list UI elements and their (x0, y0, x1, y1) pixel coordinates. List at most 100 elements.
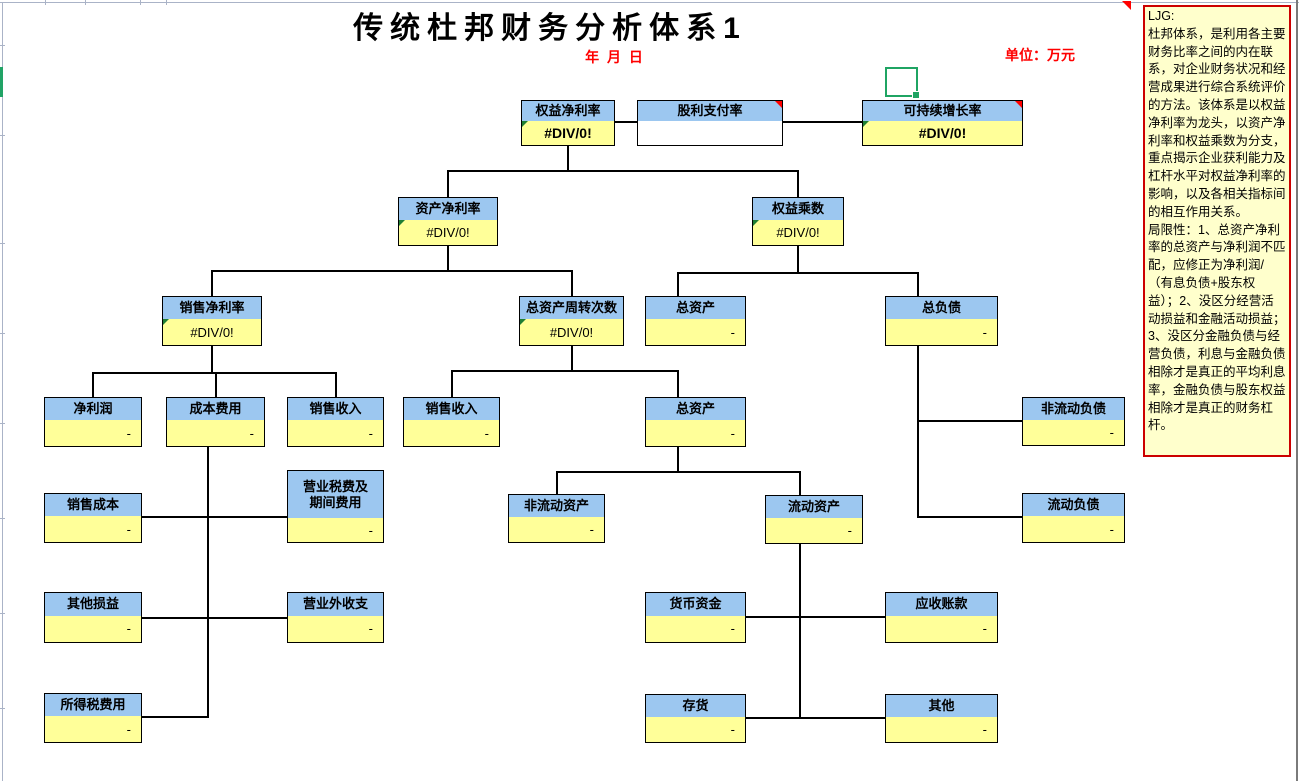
node-equity-multiplier[interactable]: 权益乘数 #DIV/0! (752, 197, 844, 246)
column-tick (140, 0, 141, 5)
node-header: 总资产 (646, 297, 745, 320)
node-value: #DIV/0! (399, 219, 497, 245)
connector-line (451, 370, 453, 397)
node-header: 其他损益 (45, 593, 141, 616)
node-value: - (45, 716, 141, 742)
node-header: 应收账款 (886, 593, 997, 616)
node-income-tax-expense[interactable]: 所得税费用 - (44, 693, 142, 743)
node-label: 资产净利率 (415, 200, 481, 216)
node-header: 资产净利率 (399, 198, 497, 220)
connector-line (451, 370, 678, 372)
connector-line (142, 516, 287, 518)
selected-cell[interactable] (885, 67, 920, 99)
page-title: 传统杜邦财务分析体系1 (353, 12, 747, 45)
connector-line (207, 447, 209, 718)
row-tick (0, 243, 5, 244)
connector-line (746, 616, 885, 618)
row-tick (0, 708, 5, 709)
node-return-on-equity[interactable]: 权益净利率 #DIV/0! (521, 100, 615, 146)
node-net-profit-margin[interactable]: 销售净利率 #DIV/0! (162, 296, 262, 346)
node-sales-revenue-1[interactable]: 销售收入 - (287, 397, 384, 447)
node-sales-revenue-2[interactable]: 销售收入 - (403, 397, 500, 447)
node-label: 成本费用 (189, 401, 242, 417)
row-tick (0, 518, 5, 519)
connector-line (799, 471, 801, 495)
node-header: 营业税费及期间费用 (288, 471, 383, 518)
node-total-liabilities[interactable]: 总负债 - (885, 296, 998, 346)
node-dividend-payout-ratio[interactable]: 股利支付率 (637, 100, 783, 146)
node-inventory[interactable]: 存货 - (645, 694, 746, 743)
node-label: 总资产周转次数 (525, 300, 617, 316)
node-label: 营业税费及 (302, 478, 368, 494)
error-indicator-icon (520, 319, 526, 326)
node-header: 总资产周转次数 (520, 297, 623, 320)
node-value: #DIV/0! (863, 121, 1022, 145)
unit-label: 单位：万元 (1005, 47, 1075, 63)
node-value: - (45, 516, 141, 542)
connector-line (917, 272, 919, 296)
node-cost-expenses[interactable]: 成本费用 - (166, 397, 265, 447)
note-textbox[interactable]: LJG: 杜邦体系，是利用各主要财务比率之间的内在联系，对企业财务状况和经营成果… (1143, 5, 1291, 457)
node-total-assets-2[interactable]: 总资产 - (645, 397, 746, 447)
node-business-tax-period-expenses[interactable]: 营业税费及期间费用 - (287, 470, 384, 543)
node-label: 净利润 (73, 401, 113, 417)
connector-line (677, 370, 679, 397)
node-value: - (509, 516, 604, 542)
row-tick (0, 333, 5, 334)
node-total-asset-turnover[interactable]: 总资产周转次数 #DIV/0! (519, 296, 624, 346)
node-label: 非流动负债 (1040, 400, 1106, 416)
node-label: 股利支付率 (677, 103, 743, 119)
column-tick (85, 0, 86, 5)
node-label: 总资产 (675, 300, 715, 316)
node-non-operating-income[interactable]: 营业外收支 - (287, 592, 384, 643)
node-header: 可持续增长率 (863, 101, 1022, 122)
connector-line (447, 170, 798, 172)
connector-line (783, 121, 862, 123)
node-header: 股利支付率 (638, 101, 782, 122)
node-net-profit[interactable]: 净利润 - (44, 397, 142, 447)
row-tick (0, 135, 5, 136)
connector-line (567, 146, 569, 170)
connector-line (215, 372, 217, 397)
node-monetary-funds[interactable]: 货币资金 - (645, 592, 746, 643)
node-header: 净利润 (45, 398, 141, 421)
row-tick (0, 45, 5, 46)
node-header: 总负债 (886, 297, 997, 320)
node-non-current-assets[interactable]: 非流动资产 - (508, 494, 605, 543)
node-header: 权益净利率 (522, 101, 614, 122)
node-sustainable-growth-rate[interactable]: 可持续增长率 #DIV/0! (862, 100, 1023, 146)
node-other[interactable]: 其他 - (885, 694, 998, 743)
node-current-assets[interactable]: 流动资产 - (765, 495, 863, 544)
error-indicator-icon (522, 121, 528, 128)
node-value: - (646, 319, 745, 345)
column-tick (166, 0, 167, 5)
node-header: 销售收入 (404, 398, 499, 421)
node-return-on-assets[interactable]: 资产净利率 #DIV/0! (398, 197, 498, 246)
connector-line (799, 544, 801, 718)
node-value: - (886, 319, 997, 345)
node-accounts-receivable[interactable]: 应收账款 - (885, 592, 998, 643)
connector-line (615, 121, 637, 123)
sheet-right-edge (1296, 0, 1298, 781)
node-header: 其他 (886, 695, 997, 717)
error-indicator-icon (753, 219, 759, 226)
node-current-liabilities[interactable]: 流动负债 - (1022, 493, 1125, 543)
connector-line (571, 270, 573, 296)
node-value: - (167, 420, 264, 446)
node-other-gains-losses[interactable]: 其他损益 - (44, 592, 142, 643)
connector-line (746, 717, 885, 719)
node-header: 销售净利率 (163, 297, 261, 320)
connector-line (556, 471, 558, 494)
node-header: 总资产 (646, 398, 745, 421)
node-non-current-liabilities[interactable]: 非流动负债 - (1022, 397, 1125, 446)
node-total-assets-1[interactable]: 总资产 - (645, 296, 746, 346)
node-value: #DIV/0! (522, 121, 614, 145)
node-label: 存货 (682, 697, 709, 713)
node-cost-of-sales[interactable]: 销售成本 - (44, 493, 142, 543)
node-header: 流动负债 (1023, 494, 1124, 517)
connector-line (447, 246, 449, 270)
node-value: - (646, 420, 745, 446)
node-header: 货币资金 (646, 593, 745, 616)
connector-line (917, 420, 1022, 422)
fill-handle[interactable] (912, 91, 920, 99)
